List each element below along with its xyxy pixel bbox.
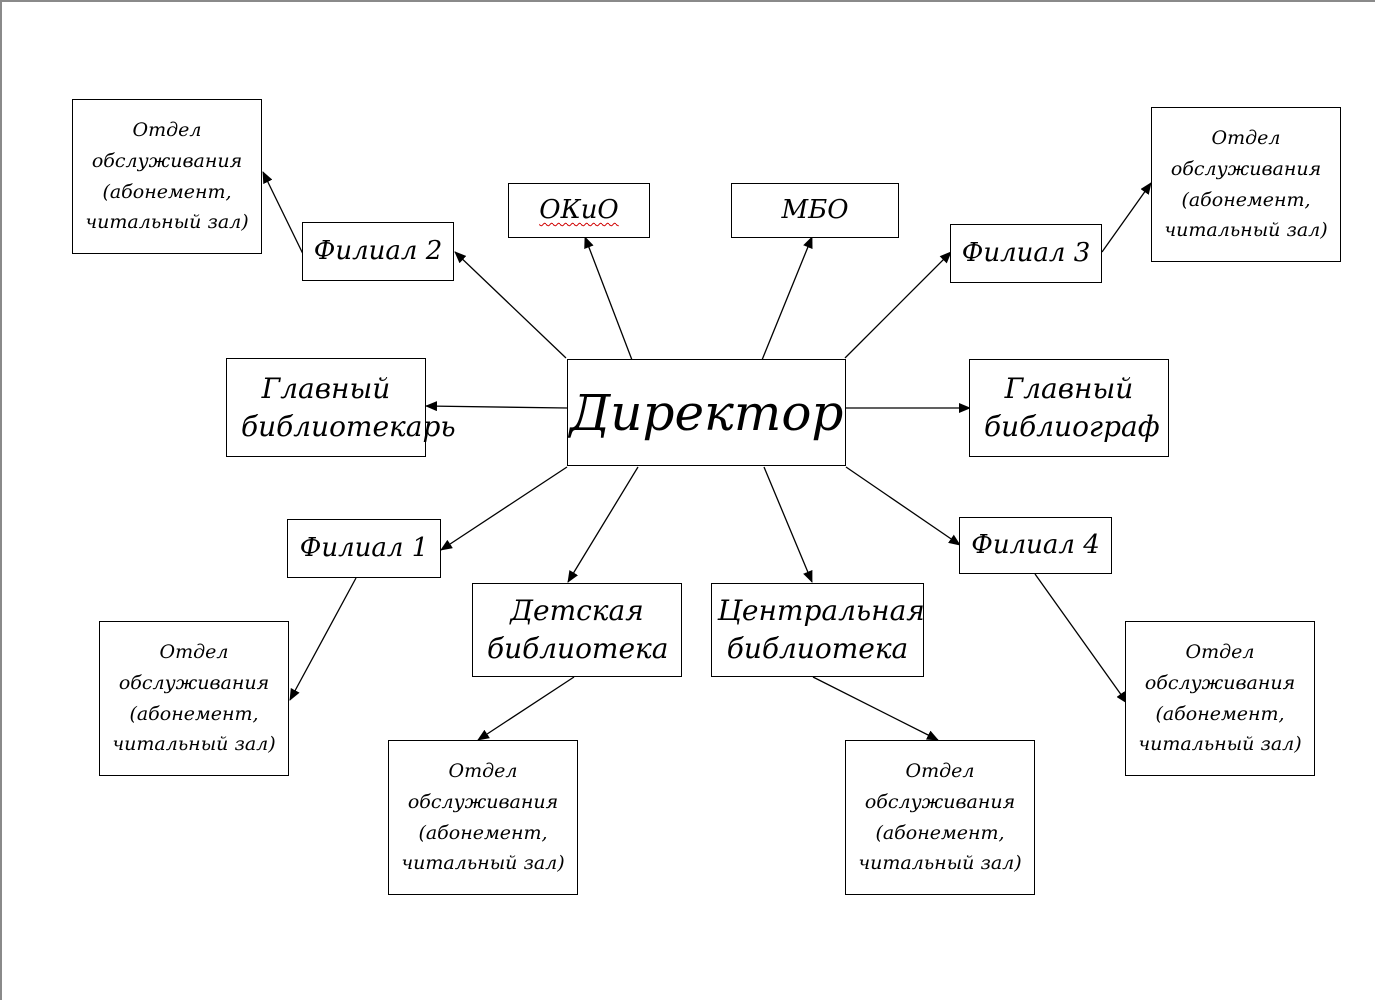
service-dept-box-branch3: Отдел обслуживания (абонемент, читальный… bbox=[1151, 107, 1341, 262]
arrow-branch2-to-service bbox=[262, 171, 304, 255]
service-dept-box-branch1: Отдел обслуживания (абонемент, читальный… bbox=[99, 621, 289, 776]
service-dept-line: обслуживания bbox=[1144, 671, 1296, 694]
service-dept-line: читальный зал) bbox=[401, 852, 565, 875]
chief-bibliographer-label: Главный библиограф bbox=[984, 372, 1160, 443]
mbo-box: МБО bbox=[731, 183, 899, 238]
service-dept-line: Отдел bbox=[159, 640, 229, 663]
arrow-director-to-okio bbox=[584, 236, 633, 361]
chief-bibliographer-box: Главный библиограф bbox=[969, 359, 1169, 457]
service-dept-line: Отдел bbox=[448, 759, 518, 782]
children-library-label: Детская библиотека bbox=[487, 594, 669, 665]
chief-librarian-box: Главный библиотекарь bbox=[226, 358, 456, 457]
service-dept-box-branch2: Отдел обслуживания (абонемент, читальный… bbox=[72, 99, 262, 254]
service-dept-line: (абонемент, bbox=[875, 821, 1005, 844]
chief-librarian-label: Главный библиотекарь bbox=[241, 371, 456, 443]
service-dept-line: Отдел bbox=[1211, 126, 1281, 149]
service-dept-line: (абонемент, bbox=[102, 180, 232, 203]
branch3-box: Филиал 3 bbox=[950, 224, 1102, 283]
central-library-box: Центральная библиотека bbox=[711, 583, 925, 677]
arrow-branch3-to-service bbox=[1101, 182, 1152, 253]
branch1-box: Филиал 1 bbox=[287, 519, 441, 578]
service-dept-box-central-library: Отдел обслуживания (абонемент, читальный… bbox=[845, 740, 1035, 895]
service-dept-line: читальный зал) bbox=[1138, 733, 1302, 756]
arrow-director-to-branch1 bbox=[440, 466, 568, 551]
arrow-director-to-children-library bbox=[567, 466, 639, 583]
service-dept-line: (абонемент, bbox=[1155, 702, 1285, 725]
branch4-box: Филиал 4 bbox=[959, 517, 1112, 574]
service-dept-line: обслуживания bbox=[118, 671, 270, 694]
arrow-branch4-to-service bbox=[1034, 573, 1128, 704]
service-dept-line: обслуживания bbox=[91, 149, 243, 172]
arrow-central-to-service bbox=[812, 676, 939, 741]
director-label: Директор bbox=[569, 383, 844, 442]
service-dept-line: читальный зал) bbox=[858, 852, 1022, 875]
service-dept-line: читальный зал) bbox=[1164, 219, 1328, 242]
arrow-director-to-central-library bbox=[763, 466, 813, 583]
service-dept-line: (абонемент, bbox=[418, 821, 548, 844]
page-left-border bbox=[0, 0, 2, 1000]
service-dept-line: обслуживания bbox=[407, 790, 559, 813]
mbo-label: МБО bbox=[781, 194, 849, 225]
service-dept-line: (абонемент, bbox=[1181, 188, 1311, 211]
service-dept-line: обслуживания bbox=[1170, 157, 1322, 180]
branch2-label: Филиал 2 bbox=[313, 235, 443, 266]
branch4-label: Филиал 4 bbox=[971, 529, 1100, 560]
arrow-children-to-service bbox=[477, 676, 575, 741]
branch3-label: Филиал 3 bbox=[961, 237, 1091, 268]
service-dept-box-branch4: Отдел обслуживания (абонемент, читальный… bbox=[1125, 621, 1315, 776]
page-top-border bbox=[0, 0, 1375, 2]
service-dept-line: Отдел bbox=[905, 759, 975, 782]
service-dept-line: читальный зал) bbox=[112, 733, 276, 756]
service-dept-line: (абонемент, bbox=[129, 702, 259, 725]
arrow-director-to-branch4 bbox=[845, 466, 961, 546]
director-box: Директор bbox=[567, 359, 846, 466]
service-dept-line: Отдел bbox=[1185, 640, 1255, 663]
arrow-director-to-mbo bbox=[761, 236, 813, 361]
central-library-label: Центральная библиотека bbox=[717, 594, 925, 665]
service-dept-line: читальный зал) bbox=[85, 211, 249, 234]
arrow-director-to-chief-librarian bbox=[425, 401, 568, 412]
branch2-box: Филиал 2 bbox=[302, 222, 454, 281]
children-library-box: Детская библиотека bbox=[472, 583, 682, 677]
arrow-director-to-branch3 bbox=[844, 251, 952, 359]
service-dept-box-children-library: Отдел обслуживания (абонемент, читальный… bbox=[388, 740, 578, 895]
arrow-director-to-branch2 bbox=[454, 251, 567, 359]
service-dept-line: обслуживания bbox=[864, 790, 1016, 813]
service-dept-line: Отдел bbox=[132, 118, 202, 141]
okio-label: ОКиО bbox=[539, 194, 619, 225]
arrow-branch1-to-service bbox=[289, 577, 357, 701]
okio-box: ОКиО bbox=[508, 183, 650, 238]
branch1-label: Филиал 1 bbox=[299, 532, 429, 563]
